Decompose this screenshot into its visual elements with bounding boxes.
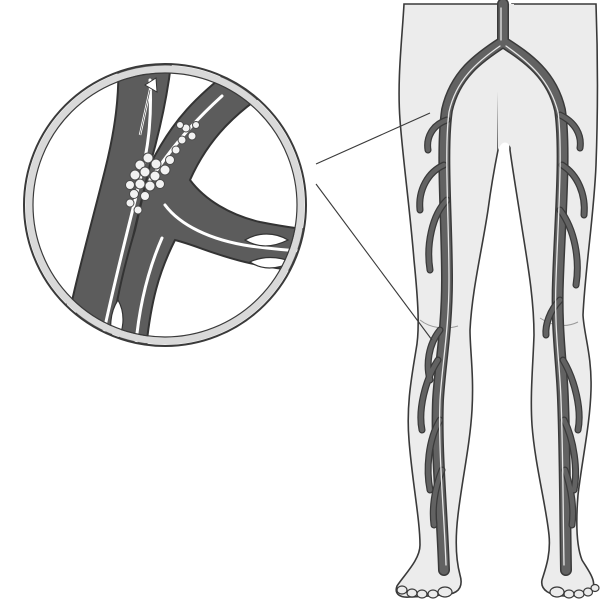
magnifier-lens	[20, 55, 330, 360]
magnified-vein	[20, 55, 330, 360]
legs-figure	[396, 4, 599, 598]
